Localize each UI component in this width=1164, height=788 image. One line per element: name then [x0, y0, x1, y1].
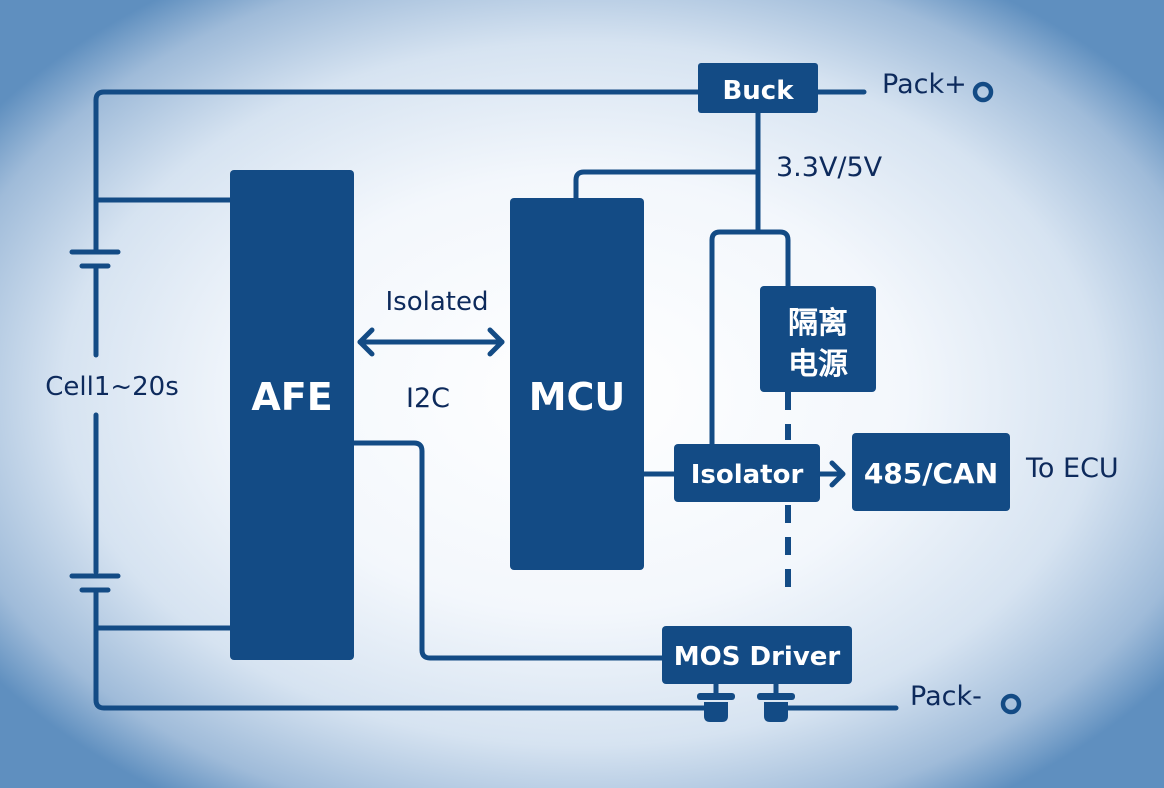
to-ecu-label: To ECU	[1025, 453, 1119, 484]
afe-block-body	[230, 170, 354, 660]
isolated-power-label-line1: 隔离	[788, 306, 848, 341]
bus-485-can-block-body	[852, 433, 1010, 511]
cells-label: Cell1~20s	[45, 372, 179, 402]
wire-afe-to-mos-driver	[351, 440, 667, 661]
isolator-block-body	[674, 444, 820, 502]
mos-driver-block-body	[662, 626, 852, 684]
isolated-power-block-body	[760, 286, 876, 392]
isolated-label: Isolated	[386, 287, 489, 317]
wires	[93, 89, 899, 711]
isolated-power-block[interactable]: 隔离 电源	[760, 286, 876, 392]
isolator-label: Isolator	[691, 460, 804, 490]
afe-block[interactable]: AFE	[230, 170, 354, 660]
mosfet-1-gate	[697, 693, 735, 700]
wire-supply-to-mcu	[573, 169, 761, 203]
i2c-label: I2C	[406, 383, 450, 414]
pack-minus-label: Pack-	[910, 681, 982, 712]
arrow-right-icon	[817, 460, 846, 488]
mosfet-2-gate	[757, 693, 795, 700]
mcu-block[interactable]: MCU	[510, 198, 644, 570]
mosfet-2-body	[764, 702, 788, 722]
mos-driver-block[interactable]: MOS Driver	[662, 626, 852, 684]
buck-block[interactable]: Buck	[698, 63, 818, 113]
bus-485-can-label: 485/CAN	[864, 457, 998, 490]
afe-label: AFE	[251, 375, 332, 419]
isolator-arrow-head	[829, 460, 846, 488]
mos-driver-label: MOS Driver	[674, 642, 841, 672]
mosfet-1-body	[704, 702, 728, 722]
pack-plus-terminal-circle-icon	[972, 81, 994, 103]
wire-afe-bottom-tap	[93, 587, 709, 711]
isolator-block[interactable]: Isolator	[674, 444, 820, 502]
double-arrow-icon	[357, 327, 505, 357]
buck-label: Buck	[722, 76, 794, 106]
mosfet-switch-icon	[697, 693, 795, 722]
isolated-power-label-line2: 电源	[788, 347, 848, 382]
pack-plus-label: Pack+	[882, 69, 967, 100]
wire-supply-to-isolator-and-power	[709, 229, 791, 448]
wire-top-rail	[93, 89, 703, 253]
supply-voltage-label: 3.3V/5V	[776, 152, 883, 183]
battery-cell-symbol-icon	[69, 249, 121, 593]
bus-485-can-block[interactable]: 485/CAN	[852, 433, 1010, 511]
mcu-label: MCU	[529, 375, 626, 419]
buck-block-body	[698, 63, 818, 113]
pack-minus-terminal-circle-icon	[1000, 693, 1022, 715]
i2c-arrow-head-left	[357, 327, 375, 357]
i2c-arrow-head-right	[487, 327, 505, 357]
mcu-block-body	[510, 198, 644, 570]
